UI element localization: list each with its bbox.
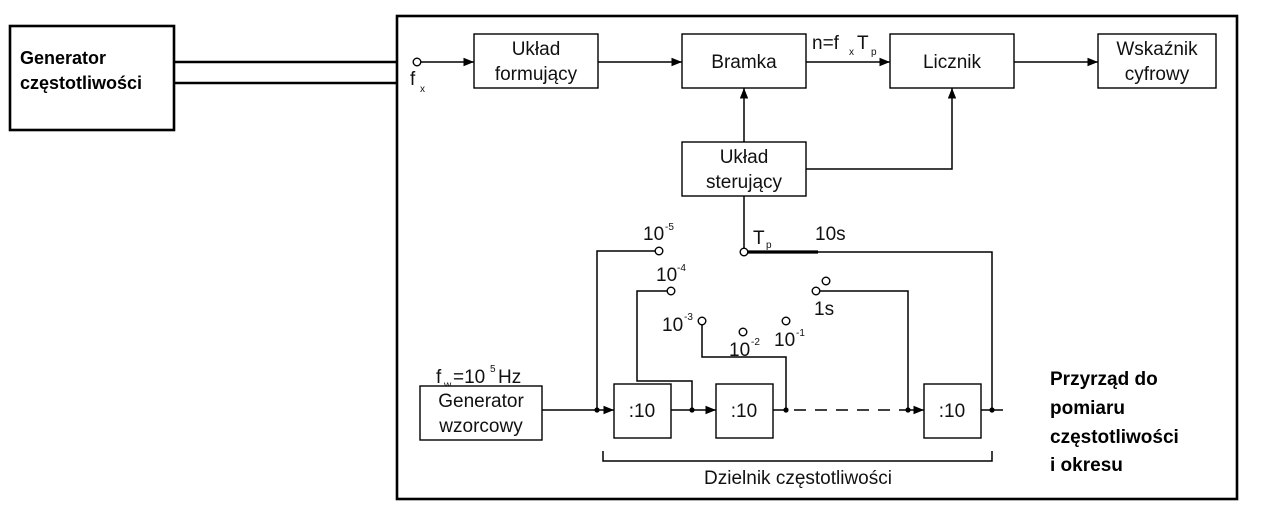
contact-1e-4	[666, 286, 676, 296]
divider-1-label: :10	[629, 401, 655, 422]
divider-3-block: :10	[923, 383, 982, 439]
contact-1e-4-base: 10	[656, 265, 677, 286]
contact-1s-label: 1s	[814, 299, 834, 320]
uklad-sterujacy-label-1: Układ	[720, 147, 769, 168]
wire-1e-5	[596, 250, 655, 410]
generator-wzorcowy-label-2: wzorcowy	[438, 416, 523, 437]
contact-10s-label: 10s	[815, 224, 846, 245]
instrument-frame	[395, 14, 1239, 501]
contact-1e-1-base: 10	[774, 330, 795, 351]
junction-dot	[594, 407, 600, 413]
caption-line-2: pomiaru	[1050, 398, 1125, 419]
divider-2-block: :10	[715, 383, 774, 439]
wskaznik-label-1: Wskaźnik	[1116, 39, 1198, 60]
uklad-formujacy-label-1: Układ	[512, 39, 561, 60]
uklad-sterujacy-label-2: sterujący	[706, 172, 783, 193]
external-generator-label-2: częstotliwości	[20, 73, 142, 93]
contact-1e-5-exp: -5	[665, 222, 674, 233]
generator-wzorcowy-label-1: Generator	[438, 391, 524, 412]
external-generator-label-1: Generator	[20, 48, 106, 68]
contact-1e-2-exp: -2	[751, 337, 760, 348]
generator-wzorcowy-block: Generator wzorcowy	[419, 385, 543, 441]
tp-label-T: T	[753, 228, 765, 249]
divider-caption: Dzielnik częstotliwości	[704, 468, 892, 489]
contact-1e-5	[654, 246, 664, 256]
divider-bracket	[602, 451, 993, 462]
junction-dot	[783, 407, 789, 413]
junction-dot	[905, 407, 911, 413]
formula-x: x	[849, 47, 854, 58]
junction-dot	[689, 407, 695, 413]
input-label-f: f	[410, 69, 416, 90]
uklad-sterujacy-block: Układ sterujący	[681, 141, 807, 197]
formula-n: n=f	[812, 33, 840, 54]
contact-1e-1	[781, 316, 791, 326]
caption-line-3: częstotliwości	[1050, 427, 1179, 448]
tp-label-p: p	[766, 240, 772, 251]
uklad-formujacy-label-2: formujący	[495, 64, 578, 85]
instrument-caption: Przyrząd do pomiaru częstotliwości i okr…	[1050, 369, 1179, 476]
wire-1s	[820, 290, 909, 410]
external-generator-block: Generator częstotliwości	[8, 24, 176, 132]
contact-1e-1-exp: -1	[796, 328, 805, 339]
fw-label: f w =10 5 Hz	[436, 364, 521, 391]
contact-1e-4-exp: -4	[677, 263, 686, 274]
fw-eq: =10	[453, 367, 485, 388]
fw-unit: Hz	[498, 367, 521, 388]
formula-label: n=f x T p	[812, 33, 877, 58]
divider-3-label: :10	[939, 401, 965, 422]
contact-1e-3-exp: -3	[684, 312, 693, 323]
fw-f: f	[436, 367, 442, 388]
input-label-x: x	[420, 84, 425, 95]
wskaznik-block: Wskaźnik cyfrowy	[1097, 33, 1217, 89]
input-terminal	[412, 57, 422, 67]
wire-1e-4	[636, 290, 693, 410]
contact-1e-2-base: 10	[729, 340, 750, 361]
junction-dot	[989, 407, 995, 413]
arrow-sterujacy-to-licznik	[806, 88, 957, 170]
licznik-block: Licznik	[889, 33, 1015, 89]
contact-1e-5-base: 10	[643, 224, 664, 245]
formula-T: T	[857, 33, 869, 54]
caption-line-1: Przyrząd do	[1050, 369, 1158, 390]
divider-2-label: :10	[731, 401, 757, 422]
licznik-label: Licznik	[923, 52, 982, 73]
uklad-formujacy-block: Układ formujący	[473, 33, 599, 89]
formula-p: p	[871, 47, 877, 58]
divider-1-block: :10	[613, 383, 672, 439]
contact-1e-3-base: 10	[662, 315, 683, 336]
switch-pivot	[739, 247, 749, 257]
wire-10s	[818, 251, 993, 410]
contact-1e-2	[738, 327, 748, 337]
contact-1e-3	[697, 316, 707, 326]
fw-exp: 5	[490, 364, 496, 375]
contact-1s	[811, 286, 821, 296]
caption-line-4: i okresu	[1050, 455, 1123, 476]
bramka-label: Bramka	[711, 52, 777, 73]
bramka-block: Bramka	[681, 33, 807, 89]
wire-1e-3	[701, 325, 787, 410]
wskaznik-label-2: cyfrowy	[1125, 64, 1190, 85]
contact-aux	[821, 276, 831, 286]
